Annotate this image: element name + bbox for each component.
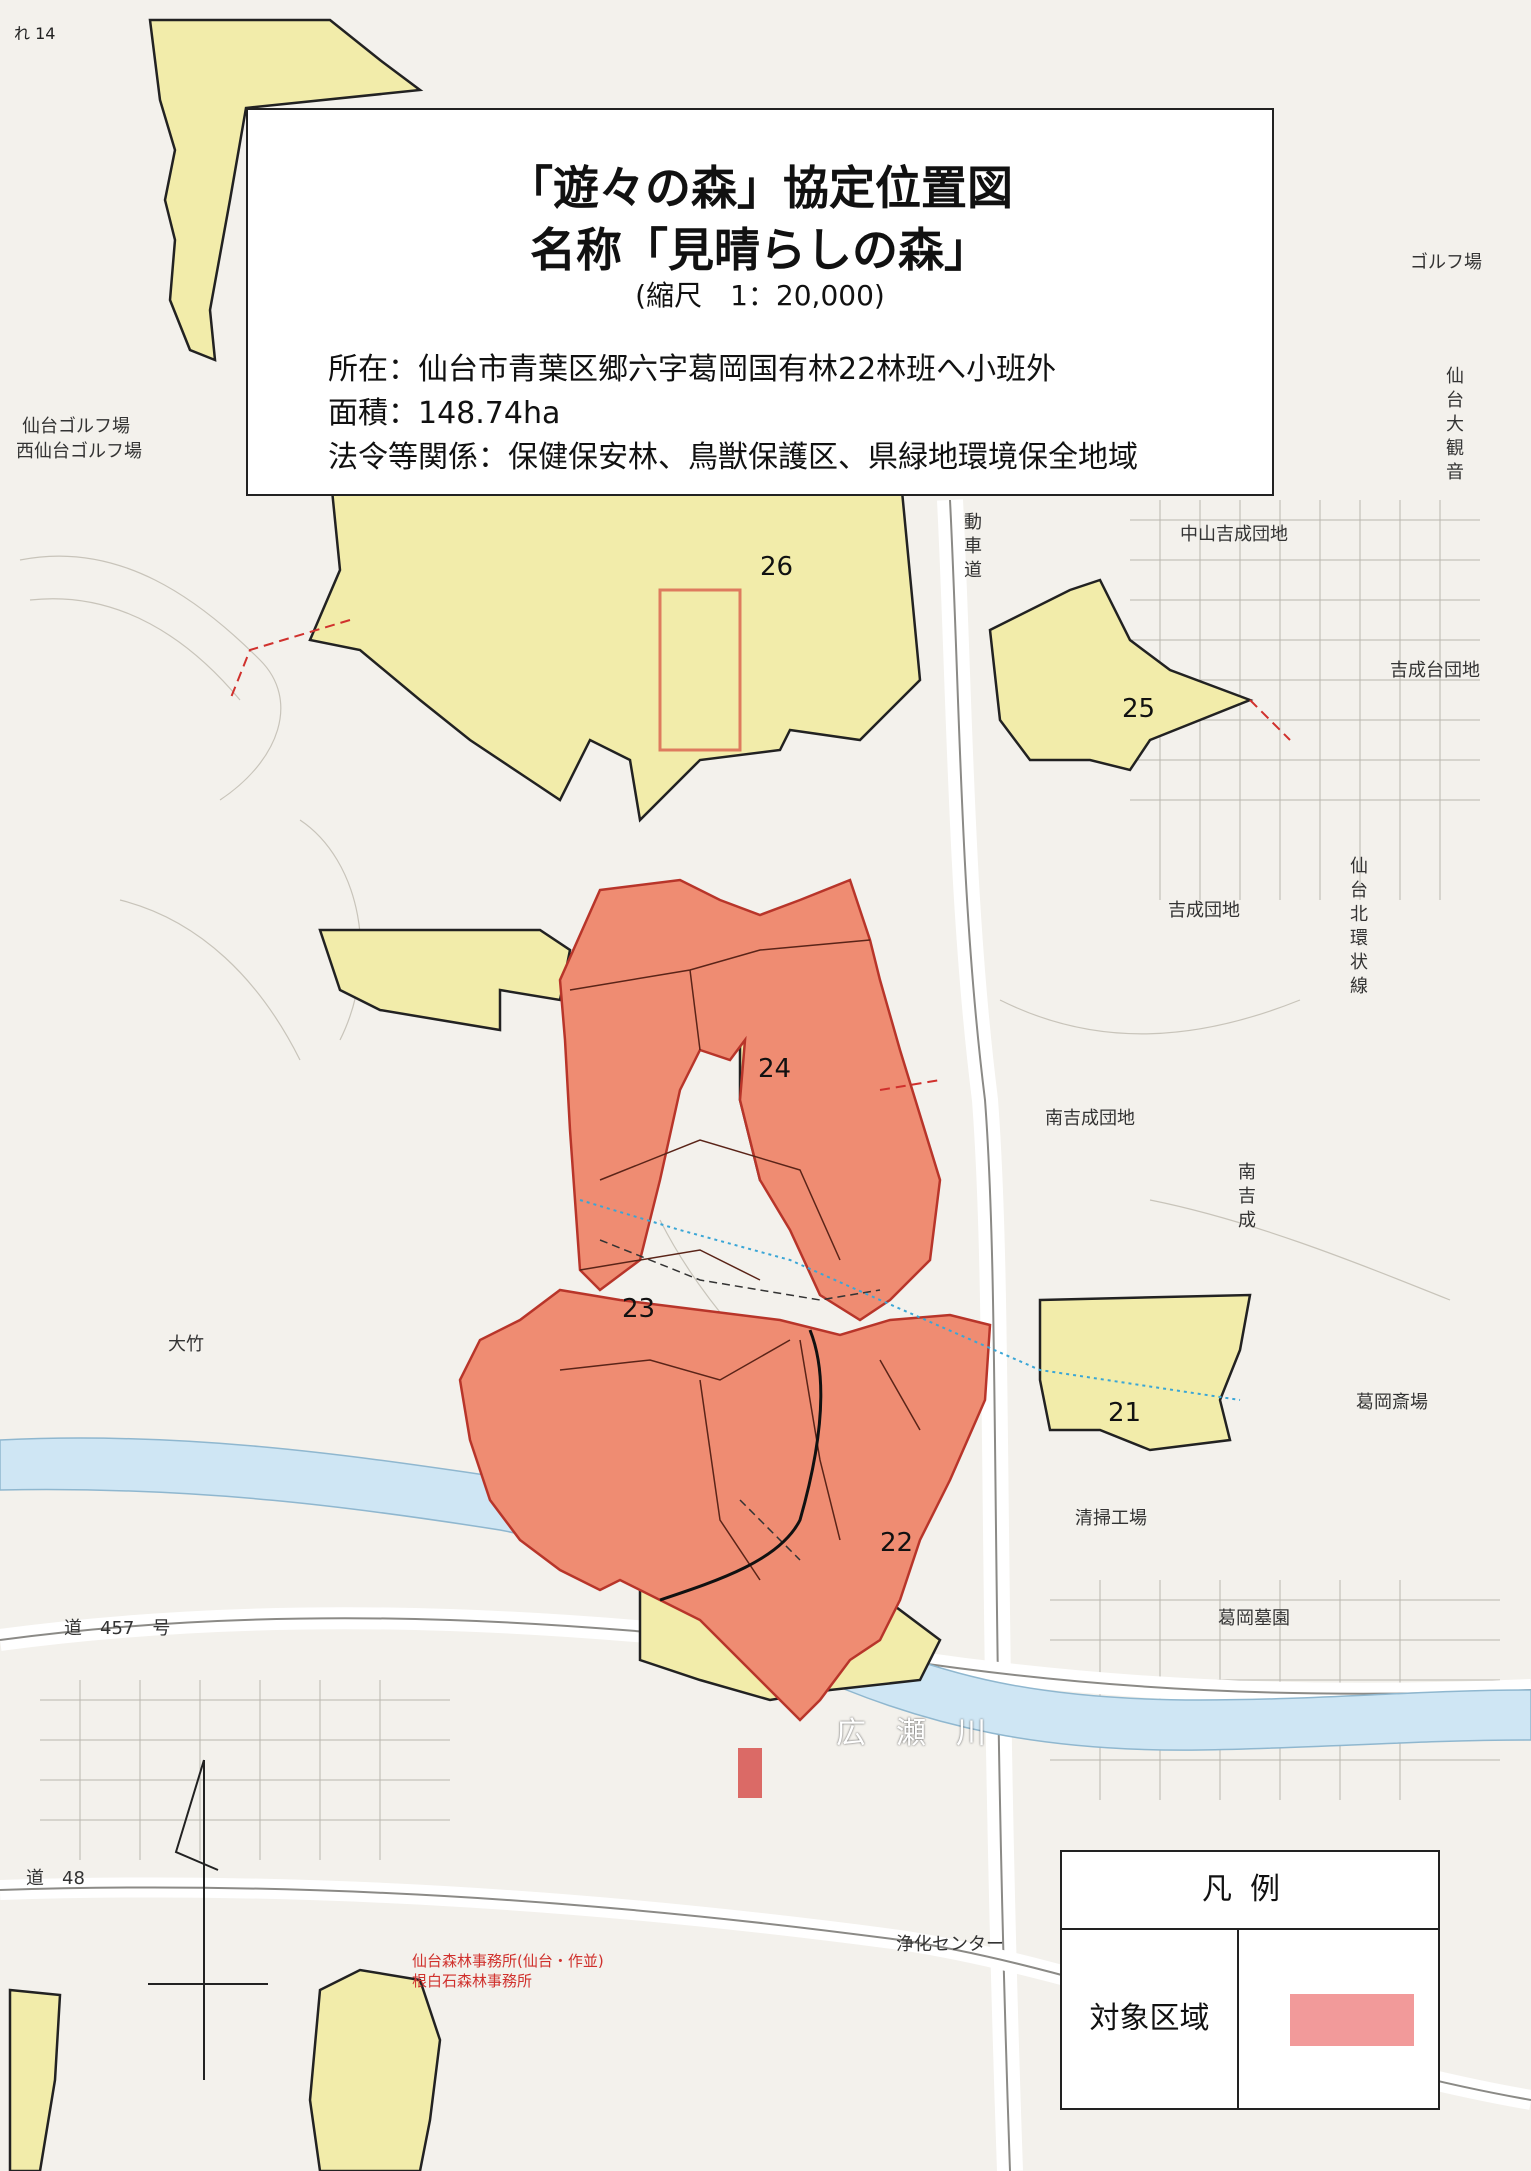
- target-area-south: [458, 1288, 992, 1722]
- contour-lines: [19, 555, 1451, 1421]
- top-left-forest-strip: [148, 18, 424, 362]
- admin-boundary-line: [579, 1199, 1241, 1401]
- sendai-forest-office-label: 仙台森林事務所(仙台・作並): [412, 1952, 604, 1970]
- north-loop-road-label: 仙台北環状線: [1347, 856, 1368, 1000]
- place-seisou-kojo: 清掃工場: [1075, 1508, 1147, 1529]
- place-nishisendai-golf: 西仙台ゴルフ場: [16, 441, 142, 462]
- compartment-26-label: 26: [760, 552, 794, 582]
- target-area: [458, 878, 992, 1722]
- legend-swatch: [1290, 1994, 1414, 2046]
- place-yoshinari: 吉成団地: [1168, 900, 1240, 921]
- nejiroishi-forest-office-label: 根白石森林事務所: [412, 1972, 533, 1990]
- compartment-26-parcel: [308, 468, 922, 823]
- location-text: 所在：仙台市青葉区郷六字葛岡国有林22林班へ小班外: [328, 352, 1057, 387]
- seal-stamp: [658, 588, 742, 752]
- place-yoshinaridai: 吉成台団地: [1390, 660, 1480, 681]
- map-subtitle: 名称「見晴らしの森」: [530, 223, 990, 277]
- legend-divider: [1237, 1928, 1239, 2110]
- west-forest-parcel: [318, 928, 572, 1032]
- place-nakayama: 中山吉成団地: [1180, 524, 1288, 545]
- north-arrow-icon: [148, 1759, 268, 2080]
- forest-trails: [599, 1239, 881, 1561]
- subcompartment-lines: [559, 939, 921, 1581]
- corner-label: れ 14: [14, 24, 56, 43]
- north-arrow: [118, 1740, 358, 2160]
- legend-box: 凡例 対象区域: [1060, 1850, 1440, 2110]
- route-48-label: 道 48: [26, 1868, 85, 1889]
- place-kuzuoka-bochi: 葛岡墓園: [1218, 1608, 1290, 1629]
- target-area-north: [558, 878, 942, 1322]
- area-text: 面積：148.74ha: [328, 396, 561, 431]
- compartment-23-label: 23: [622, 1294, 656, 1324]
- title-box: 「遊々の森」協定位置図 名称「見晴らしの森」 (縮尺 1：20,000) 所在：…: [246, 108, 1274, 496]
- legend-item-label: 対象区域: [1089, 2001, 1210, 2036]
- place-minami-yoshinari: 南吉成団地: [1045, 1108, 1135, 1129]
- red-mark: [738, 1748, 762, 1798]
- compartment-25-parcel: [988, 578, 1254, 772]
- compartment-21-parcel: [1038, 1293, 1252, 1452]
- river-label: 広瀬川: [836, 1716, 1016, 1751]
- compartment-24-label: 24: [758, 1054, 792, 1084]
- compartment-25-label: 25: [1122, 694, 1156, 724]
- place-kuzuoka-saijo: 葛岡斎場: [1356, 1392, 1428, 1413]
- bottom-center-parcel: [308, 1968, 442, 2171]
- compartment-21-label: 21: [1108, 1398, 1142, 1428]
- place-jouka-center: 浄化センター: [896, 1934, 1004, 1955]
- scale-text: (縮尺 1：20,000): [635, 279, 885, 312]
- place-minami-yoshinari-vertical: 南吉成: [1235, 1162, 1256, 1234]
- expressway-label: 動車道: [961, 512, 982, 584]
- compartment-22-label: 22: [880, 1528, 914, 1558]
- bottom-left-parcel: [8, 1988, 62, 2171]
- legend-title: 凡例: [1062, 1852, 1438, 1930]
- red-boundary-dashes: [229, 619, 1291, 1091]
- place-golf-right: ゴルフ場: [1410, 252, 1482, 273]
- place-sendai-daikannon: 仙台大観音: [1443, 366, 1464, 486]
- route-457-label: 道 457 号: [64, 1618, 171, 1639]
- black-trail: [659, 1329, 823, 1602]
- place-ootake: 大竹: [168, 1334, 204, 1355]
- map-title: 「遊々の森」協定位置図: [507, 161, 1013, 215]
- place-sendai-golf: 仙台ゴルフ場: [22, 416, 130, 437]
- laws-text: 法令等関係：保健保安林、鳥獣保護区、県緑地環境保全地域: [328, 440, 1138, 475]
